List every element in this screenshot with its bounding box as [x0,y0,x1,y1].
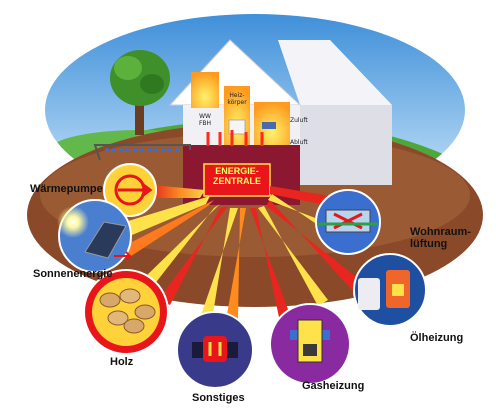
label-sonnenenergie: Sonnenenergie [33,268,113,280]
label-holz: Holz [110,356,134,368]
gasheizung-circle [269,303,351,385]
waermepumpe-circle [103,163,157,217]
label-wohnraumlueftung: Wohnraum- lüftung [410,226,471,250]
room-ww-fbh [191,72,219,108]
wohnraumlueftung-circle [315,189,381,255]
room-label-ww-fbh: WW FBH [198,113,212,127]
oelheizung-circle [353,253,427,327]
room-label-abluft: Abluft [290,139,308,146]
house-illustration [168,39,392,205]
ground-collector-pipes [93,144,191,161]
room-label-heizkoerper: Heiz- körper [227,92,247,106]
label-sonstiges: Sonstiges [192,392,245,404]
label-gasheizung: Gasheizung [302,380,365,392]
tree-illustration [110,50,170,135]
label-waermepumpe: Wärmepumpe [30,183,103,195]
sonnenenergie-circle [57,199,132,273]
vent-icon [262,122,276,129]
energy-center-label: ENERGIE- ZENTRALE [213,166,261,186]
energy-center-box [203,163,271,197]
label-oelheizung: Ölheizung [410,332,464,344]
sonstiges-circle [176,311,254,389]
energy-rays [112,185,360,322]
room-label-zuluft: Zuluft [290,117,308,124]
holz-circle [83,269,169,355]
